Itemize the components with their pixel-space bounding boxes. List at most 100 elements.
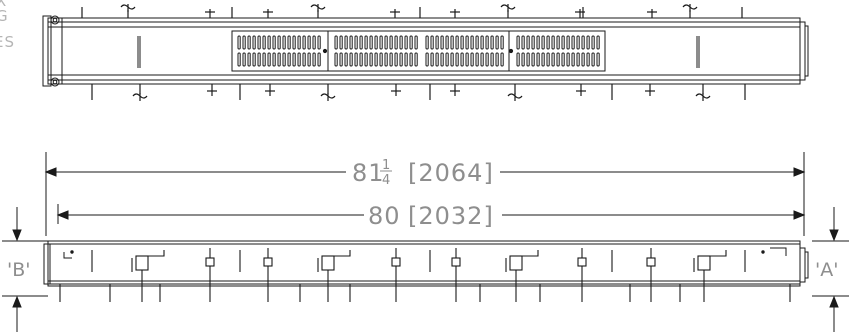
side-elevation-view (43, 240, 809, 287)
grate-slot (404, 52, 408, 67)
grate-slot (556, 52, 560, 67)
grate-slot (531, 52, 535, 67)
grate-slot (591, 52, 595, 67)
grate-slot (485, 35, 489, 50)
grate-slot (292, 35, 296, 50)
grate-slot (526, 52, 530, 67)
grate-slot (262, 52, 266, 67)
grate-slot (566, 35, 570, 50)
grate-slot (389, 52, 393, 67)
grate-slot (435, 35, 439, 50)
grate-slot (302, 35, 306, 50)
cutoff-text-line-2: G (0, 7, 9, 25)
grate-slot (242, 35, 246, 50)
grate-slot (425, 35, 429, 50)
grate-slot (455, 35, 459, 50)
side-clip-body (135, 255, 149, 271)
grate-slot (455, 52, 459, 67)
grate-slot (349, 52, 353, 67)
spring-clip (507, 93, 523, 101)
grate-slot (297, 52, 301, 67)
section-label-b: 'B' (7, 259, 30, 281)
grate-slot (445, 52, 449, 67)
grate-slot (571, 52, 575, 67)
grate-slot (369, 35, 373, 50)
overall-length-dimension (44, 152, 806, 236)
grate-slot (247, 35, 251, 50)
inner-length-value: 80 (368, 202, 401, 230)
grate-slot (596, 52, 600, 67)
section-label-a: 'A' (815, 259, 838, 281)
top-plan-view (42, 15, 809, 87)
grate-slot (302, 52, 306, 67)
grate-slot (576, 35, 580, 50)
grate-slot (364, 35, 368, 50)
grate-slot (440, 35, 444, 50)
grate-slot (531, 35, 535, 50)
grate-slot (307, 52, 311, 67)
side-clip-body (509, 255, 523, 271)
grate-slot (344, 35, 348, 50)
side-view-fasteners (59, 248, 791, 302)
grate-slot (561, 35, 565, 50)
grate-slot (359, 52, 363, 67)
grate-slot (576, 52, 580, 67)
grate-slot (262, 35, 266, 50)
grate-slot (536, 52, 540, 67)
grate-slot (551, 35, 555, 50)
grate-slot (389, 35, 393, 50)
grate-slot (359, 35, 363, 50)
grate-slot (556, 35, 560, 50)
grate-slot (399, 35, 403, 50)
cutoff-text-line-1: X (0, 0, 8, 10)
cutoff-text-line-3: ES (0, 33, 15, 51)
grate-slot (334, 52, 338, 67)
side-clip-arm (148, 250, 165, 257)
grate-slot (566, 52, 570, 67)
grate-slot (541, 52, 545, 67)
grate-slot (354, 52, 358, 67)
grate-slot (500, 52, 504, 67)
grate-slot (414, 52, 418, 67)
grate-slot (460, 35, 464, 50)
grate-slot (526, 35, 530, 50)
section-marker-a (812, 207, 849, 332)
grate-slot (480, 52, 484, 67)
grate-slot (334, 35, 338, 50)
grate-slot (521, 52, 525, 67)
grate-slot (282, 35, 286, 50)
grate-slot (394, 35, 398, 50)
grate-slot (551, 52, 555, 67)
grate-slot (374, 35, 378, 50)
grate-slot (267, 52, 271, 67)
grate-slot (409, 35, 413, 50)
grate-slot (399, 52, 403, 67)
grate-slot (277, 35, 281, 50)
side-clip-arm (334, 250, 351, 257)
grate-slot (237, 35, 241, 50)
overall-length-metric: [2064] (408, 159, 494, 187)
spring-clip (695, 93, 711, 101)
grate-slot (516, 52, 520, 67)
side-bolt-nut (391, 257, 401, 267)
grate-slot (409, 52, 413, 67)
grate-slot (475, 52, 479, 67)
grate-slot (339, 52, 343, 67)
grate-slot (252, 52, 256, 67)
grate-slot (292, 52, 296, 67)
grate-slot (596, 35, 600, 50)
grate-slot (430, 35, 434, 50)
side-clip-arm (710, 250, 727, 257)
grate-slot (561, 52, 565, 67)
grate-slot (546, 35, 550, 50)
grate-slot (480, 35, 484, 50)
grate-slot (404, 35, 408, 50)
grate-slot (430, 52, 434, 67)
grate-slot (247, 52, 251, 67)
grate-slot (252, 35, 256, 50)
side-clip-arm (522, 250, 539, 257)
grate-slot (425, 52, 429, 67)
grate-slot (369, 52, 373, 67)
grate-slot (450, 35, 454, 50)
